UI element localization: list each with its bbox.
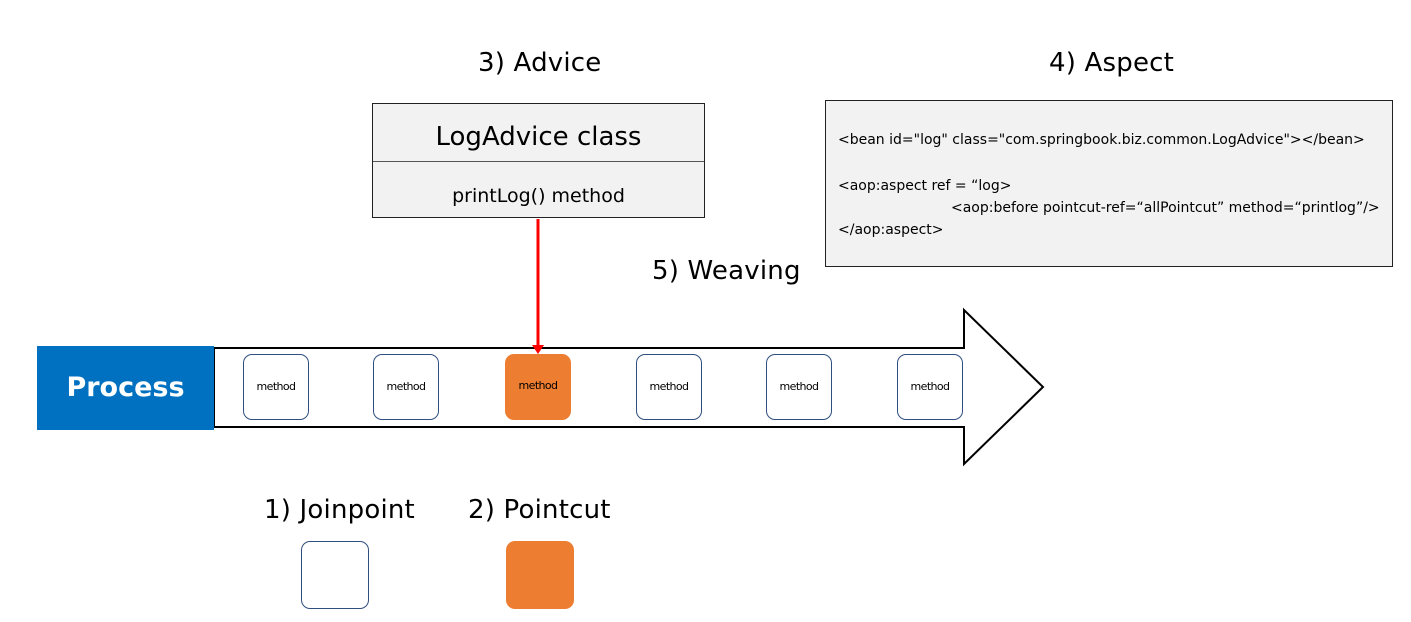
aspect-open-line: <aop:aspect ref = “log>	[838, 178, 1012, 194]
advice-method-name: printLog() method	[452, 185, 625, 207]
advice-label: 3) Advice	[478, 48, 602, 78]
process-label: Process	[37, 346, 214, 430]
aspect-bean-line: <bean id="log" class="com.springbook.biz…	[838, 132, 1365, 148]
legend-joinpoint-label: 1) Joinpoint	[264, 495, 415, 525]
method-joinpoint-1: method	[243, 354, 309, 420]
method-joinpoint-6: method	[897, 354, 963, 420]
method-joinpoint-2: method	[373, 354, 439, 420]
process-flow-arrow	[213, 307, 1045, 467]
legend-pointcut-label: 2) Pointcut	[468, 495, 611, 525]
advice-class-name: LogAdvice class	[373, 104, 704, 162]
weaving-label: 5) Weaving	[652, 256, 801, 286]
legend-pointcut-swatch	[506, 541, 574, 609]
aspect-config-box: <bean id="log" class="com.springbook.biz…	[825, 100, 1393, 267]
aspect-close-line: </aop:aspect>	[838, 222, 944, 238]
legend-joinpoint-swatch	[301, 541, 369, 609]
advice-box: LogAdvice class printLog() method	[372, 103, 705, 218]
method-pointcut: method	[505, 354, 571, 420]
method-joinpoint-5: method	[766, 354, 832, 420]
weaving-arrow-head	[532, 345, 544, 354]
method-joinpoint-4: method	[636, 354, 702, 420]
aspect-label: 4) Aspect	[1049, 48, 1175, 78]
aspect-before-line: <aop:before pointcut-ref=“allPointcut” m…	[951, 200, 1380, 216]
